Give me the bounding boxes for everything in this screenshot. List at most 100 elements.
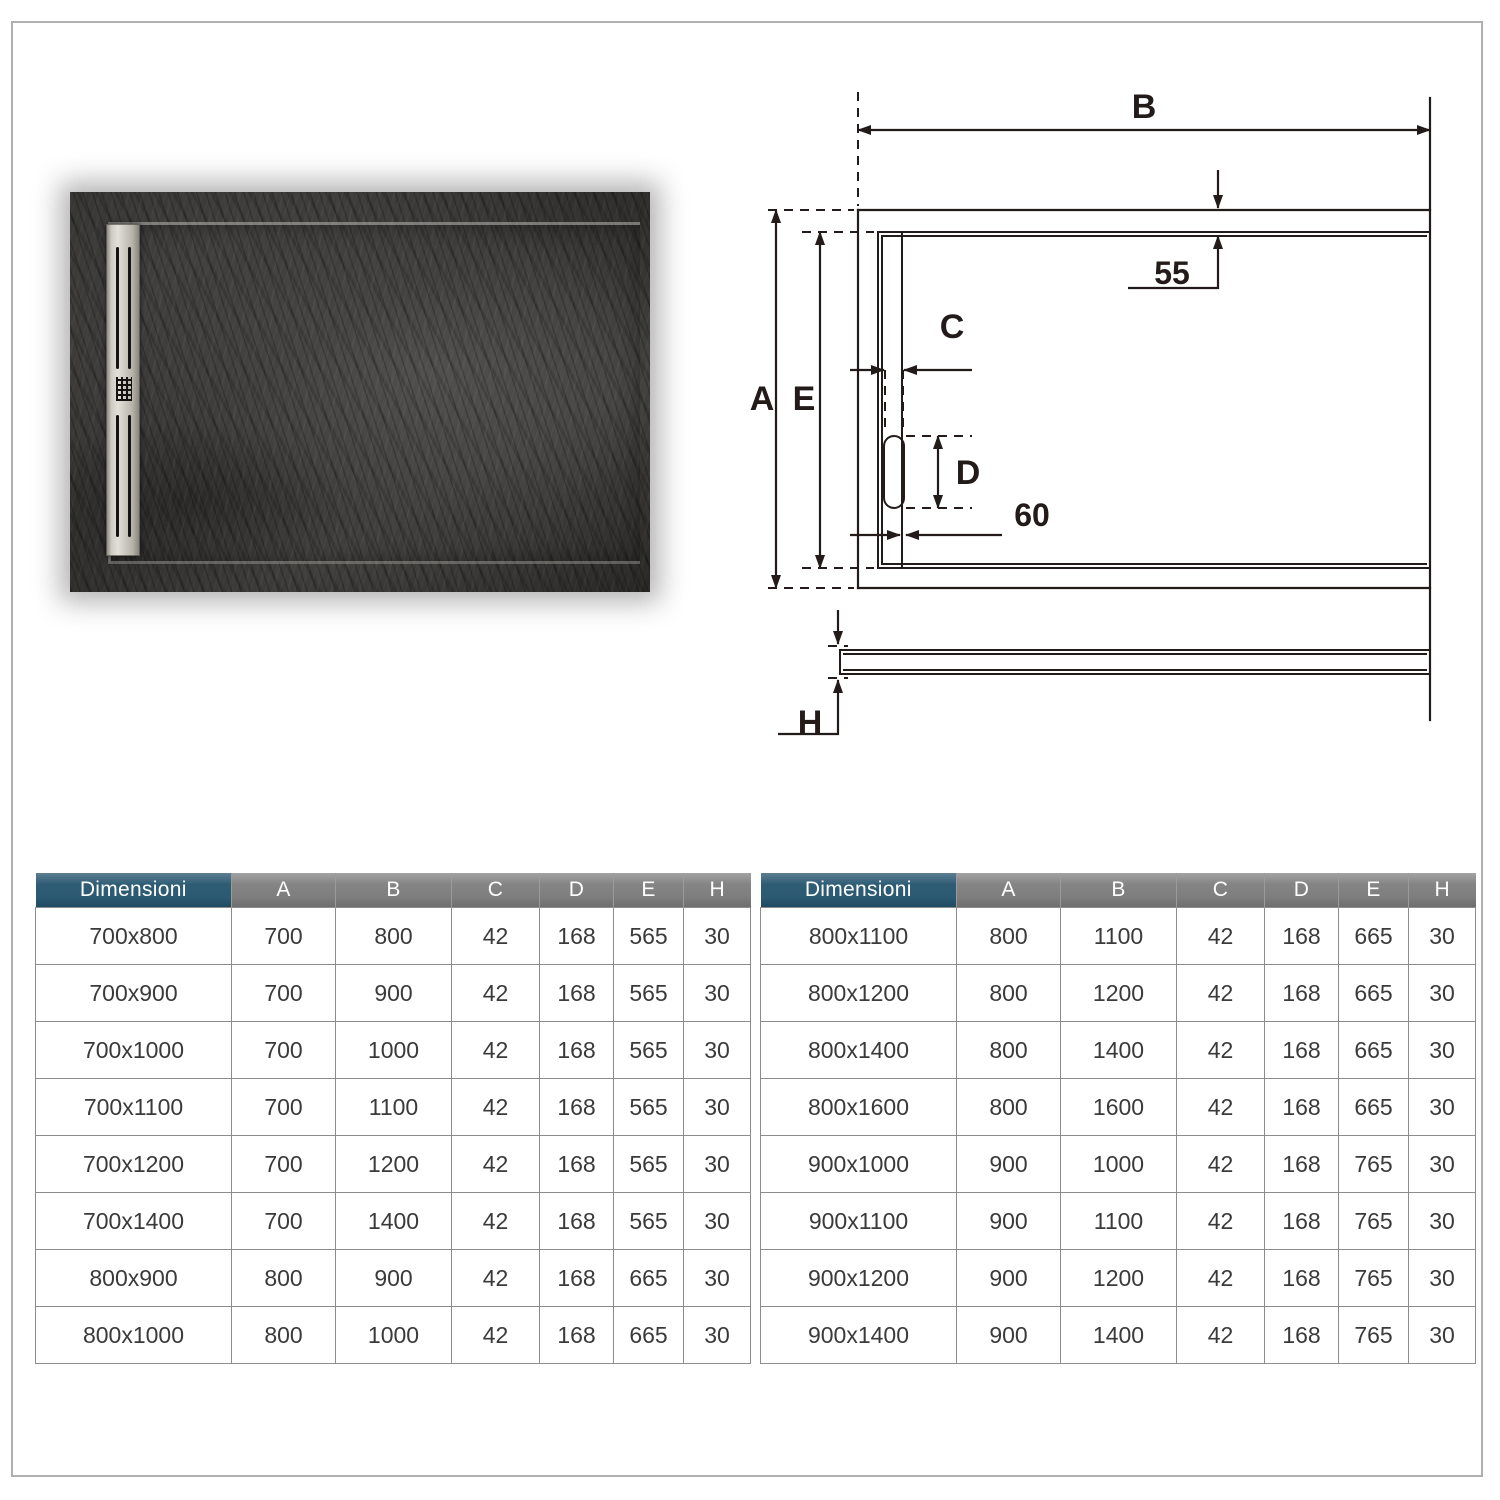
col-header-d: D bbox=[1264, 873, 1339, 908]
col-header-d: D bbox=[539, 873, 614, 908]
cell-value: 900 bbox=[956, 1192, 1061, 1250]
cell-value: 1000 bbox=[1060, 1135, 1177, 1193]
cell-value: 30 bbox=[1408, 1306, 1476, 1364]
cell-value: 42 bbox=[451, 1135, 540, 1193]
cell-value: 42 bbox=[451, 907, 540, 965]
cell-value: 1400 bbox=[1060, 1306, 1177, 1364]
technical-drawing: B A E C D H 55 60 bbox=[740, 70, 1460, 770]
cell-value: 30 bbox=[1408, 1021, 1476, 1079]
cell-value: 168 bbox=[1264, 1306, 1339, 1364]
cell-value: 665 bbox=[1338, 1078, 1409, 1136]
drain-perforation-grid bbox=[116, 377, 132, 401]
cell-dimensioni: 700x1400 bbox=[35, 1192, 232, 1250]
cell-value: 700 bbox=[231, 1192, 336, 1250]
dimension-labels: B A E C D H 55 60 bbox=[750, 88, 1190, 742]
cell-value: 1100 bbox=[1060, 907, 1177, 965]
cell-value: 168 bbox=[539, 1021, 614, 1079]
col-header-a: A bbox=[231, 873, 336, 908]
cell-value: 700 bbox=[231, 1135, 336, 1193]
cell-value: 800 bbox=[231, 1249, 336, 1307]
cell-value: 1000 bbox=[335, 1306, 452, 1364]
cell-value: 765 bbox=[1338, 1306, 1409, 1364]
cell-value: 168 bbox=[539, 1078, 614, 1136]
cell-value: 42 bbox=[451, 964, 540, 1022]
col-header-c: C bbox=[451, 873, 540, 908]
col-header-e: E bbox=[1338, 873, 1409, 908]
cell-value: 565 bbox=[613, 1021, 684, 1079]
cell-value: 30 bbox=[683, 907, 751, 965]
cell-value: 800 bbox=[335, 907, 452, 965]
cell-value: 565 bbox=[613, 1078, 684, 1136]
cell-dimensioni: 900x1400 bbox=[760, 1306, 957, 1364]
cell-value: 30 bbox=[1408, 964, 1476, 1022]
tray-inner-rim bbox=[108, 222, 640, 564]
col-header-c: C bbox=[1176, 873, 1265, 908]
cell-value: 168 bbox=[1264, 1021, 1339, 1079]
cell-dimensioni: 800x1200 bbox=[760, 964, 957, 1022]
cell-value: 30 bbox=[1408, 1078, 1476, 1136]
dimension-value-60: 60 bbox=[1014, 497, 1050, 533]
cell-value: 700 bbox=[231, 964, 336, 1022]
cell-value: 565 bbox=[613, 1192, 684, 1250]
cell-value: 42 bbox=[451, 1306, 540, 1364]
cell-value: 1100 bbox=[335, 1078, 452, 1136]
cell-value: 565 bbox=[613, 1135, 684, 1193]
cell-value: 1200 bbox=[1060, 1249, 1177, 1307]
drawing-svg: B A E C D H 55 60 bbox=[750, 88, 1432, 742]
cell-value: 168 bbox=[1264, 1078, 1339, 1136]
drain-slot bbox=[116, 247, 119, 369]
shower-tray-image bbox=[70, 192, 650, 592]
cell-value: 30 bbox=[1408, 1135, 1476, 1193]
cell-value: 30 bbox=[1408, 1249, 1476, 1307]
cell-dimensioni: 900x1000 bbox=[760, 1135, 957, 1193]
cell-value: 1200 bbox=[335, 1135, 452, 1193]
cell-value: 168 bbox=[539, 1249, 614, 1307]
label-E: E bbox=[793, 380, 816, 418]
cell-value: 168 bbox=[1264, 1249, 1339, 1307]
cell-value: 1400 bbox=[335, 1192, 452, 1250]
cell-value: 42 bbox=[1176, 1249, 1265, 1307]
cell-value: 30 bbox=[683, 1249, 751, 1307]
cell-value: 765 bbox=[1338, 1135, 1409, 1193]
cell-dimensioni: 700x800 bbox=[35, 907, 232, 965]
cell-value: 168 bbox=[539, 1306, 614, 1364]
cell-value: 665 bbox=[613, 1249, 684, 1307]
cell-value: 168 bbox=[1264, 964, 1339, 1022]
cell-value: 665 bbox=[613, 1306, 684, 1364]
extension-lines bbox=[768, 92, 972, 679]
cell-value: 30 bbox=[683, 1306, 751, 1364]
cell-value: 168 bbox=[1264, 1135, 1339, 1193]
cell-value: 1400 bbox=[1060, 1021, 1177, 1079]
drain-slot bbox=[128, 415, 131, 537]
cell-value: 42 bbox=[1176, 1078, 1265, 1136]
dimension-H-leader bbox=[778, 720, 840, 736]
cell-value: 30 bbox=[683, 1021, 751, 1079]
label-A: A bbox=[750, 380, 775, 418]
linear-drain-grate-icon bbox=[106, 224, 140, 556]
col-header-h: H bbox=[1408, 873, 1476, 908]
cell-value: 42 bbox=[451, 1192, 540, 1250]
cell-value: 900 bbox=[956, 1135, 1061, 1193]
label-C: C bbox=[940, 308, 965, 346]
dimension-lines bbox=[771, 125, 1431, 736]
cell-value: 900 bbox=[956, 1249, 1061, 1307]
cell-dimensioni: 900x1100 bbox=[760, 1192, 957, 1250]
label-D: D bbox=[956, 454, 981, 492]
cell-value: 1200 bbox=[1060, 964, 1177, 1022]
cell-value: 700 bbox=[231, 1021, 336, 1079]
cell-value: 42 bbox=[451, 1078, 540, 1136]
cell-value: 900 bbox=[335, 964, 452, 1022]
col-header-b: B bbox=[335, 873, 452, 908]
cell-value: 42 bbox=[1176, 964, 1265, 1022]
cell-value: 30 bbox=[683, 964, 751, 1022]
